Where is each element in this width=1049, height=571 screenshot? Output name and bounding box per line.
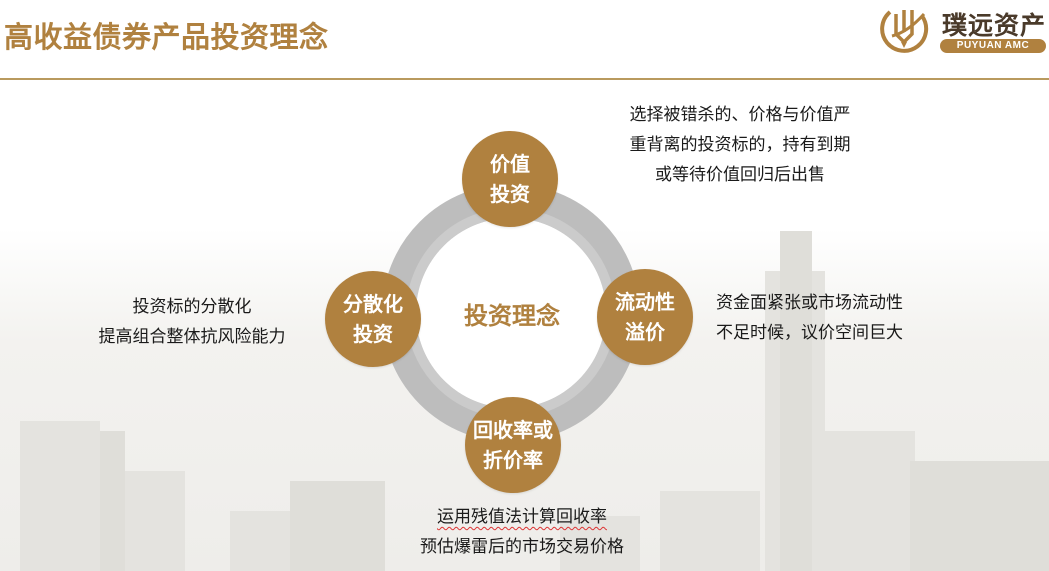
description-recovery-rate: 运用残值法计算回收率 预估爆雷后的市场交易价格 (392, 502, 652, 562)
logo-text-en: PUYUAN AMC (940, 39, 1046, 53)
node-label-line: 折价率 (483, 448, 543, 472)
description-line: 或等待价值回归后出售 (655, 165, 825, 185)
center-label-investment-philosophy: 投资理念 (464, 302, 560, 330)
node-value-investing[interactable]: 价值 投资 (462, 131, 558, 227)
description-diversified-investing: 投资标的分散化 提高组合整体抗风险能力 (84, 292, 300, 352)
spellcheck-underlined-text: 运用残值法计算回收率 (437, 507, 607, 527)
header-divider (0, 78, 1049, 80)
node-label-line: 流动性 (615, 290, 675, 314)
description-line: 选择被错杀的、价格与价值严 (629, 105, 851, 125)
company-logo: 璞远资产 PUYUAN AMC (878, 2, 1048, 54)
description-line: 不足时候，议价空间巨大 (716, 323, 903, 343)
node-label-line: 价值 (490, 152, 530, 176)
node-diversified-investing[interactable]: 分散化 投资 (325, 271, 421, 367)
description-value-investing: 选择被错杀的、价格与价值严 重背离的投资标的，持有到期 或等待价值回归后出售 (612, 100, 868, 190)
node-label-line: 溢价 (625, 320, 665, 344)
description-line: 投资标的分散化 (132, 297, 252, 317)
description-line: 运用残值法计算回收率 (392, 502, 652, 532)
node-recovery-discount-rate[interactable]: 回收率或 折价率 (465, 397, 561, 493)
description-liquidity-premium: 资金面紧张或市场流动性 不足时候，议价空间巨大 (716, 288, 903, 348)
description-line: 提高组合整体抗风险能力 (98, 327, 286, 347)
description-line: 预估爆雷后的市场交易价格 (420, 537, 624, 557)
description-line: 重背离的投资标的，持有到期 (629, 135, 851, 155)
puyuan-logo-icon (880, 10, 929, 53)
node-liquidity-premium[interactable]: 流动性 溢价 (597, 269, 693, 365)
logo-text-cn: 璞远资产 (942, 11, 1047, 40)
page-title: 高收益债券产品投资理念 (4, 20, 329, 54)
node-label-line: 分散化 (343, 292, 403, 316)
description-line: 资金面紧张或市场流动性 (716, 293, 903, 313)
node-label-line: 投资 (353, 322, 393, 346)
node-label-line: 回收率或 (473, 418, 553, 442)
node-label-line: 投资 (490, 182, 530, 206)
